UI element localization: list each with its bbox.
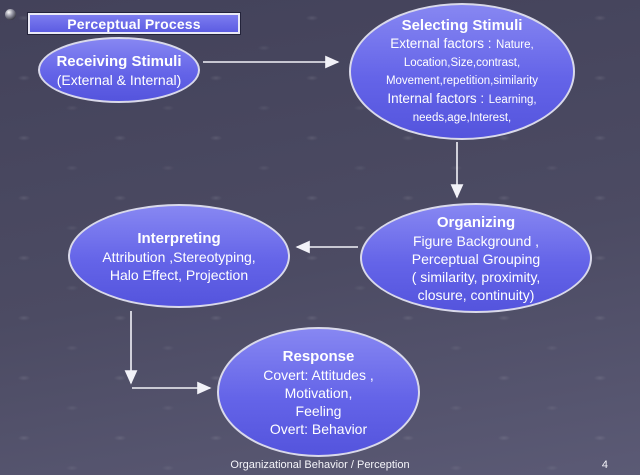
node-organizing: Organizing Figure Background , Perceptua… [360,203,592,313]
node-text: closure, continuity) [417,286,535,303]
node-text: Location,Size,contrast, [403,57,521,69]
node-text: External factors : Nature, [390,36,534,51]
node-interpreting: Interpreting Attribution ,Stereotyping, … [68,204,290,308]
node-text: Halo Effect, Projection [109,266,249,283]
node-title: Interpreting [137,229,221,247]
node-text: Covert: Attitudes , [263,366,374,383]
slide-title-box: Perceptual Process [27,12,241,35]
node-receiving-stimuli: Receiving Stimuli (External & Internal) [38,37,200,103]
node-text: Feeling [295,402,342,419]
node-text: Movement,repetition,similarity [385,75,539,87]
node-text: Internal factors : Learning, [387,91,537,106]
node-text: (External & Internal) [56,71,182,88]
node-text: Motivation, [284,384,353,401]
page-number: 4 [601,459,608,471]
slide-title: Perceptual Process [67,15,201,32]
node-title: Receiving Stimuli [56,52,182,70]
node-title: Response [282,347,355,365]
node-selecting-stimuli: Selecting Stimuli External factors : Nat… [349,3,575,140]
node-text: ( similarity, proximity, [411,268,541,285]
bullet-sphere-icon [5,9,16,20]
node-text: needs,age,Interest, [412,112,512,124]
node-text: Overt: Behavior [269,420,368,437]
node-text: Perceptual Grouping [411,250,541,267]
node-text: Attribution ,Stereotyping, [102,248,256,265]
node-response: Response Covert: Attitudes , Motivation,… [217,327,420,457]
node-text: Figure Background , [412,232,540,249]
node-title: Organizing [436,213,516,231]
node-title: Selecting Stimuli [401,17,523,34]
footer-text: Organizational Behavior / Perception [230,459,410,471]
